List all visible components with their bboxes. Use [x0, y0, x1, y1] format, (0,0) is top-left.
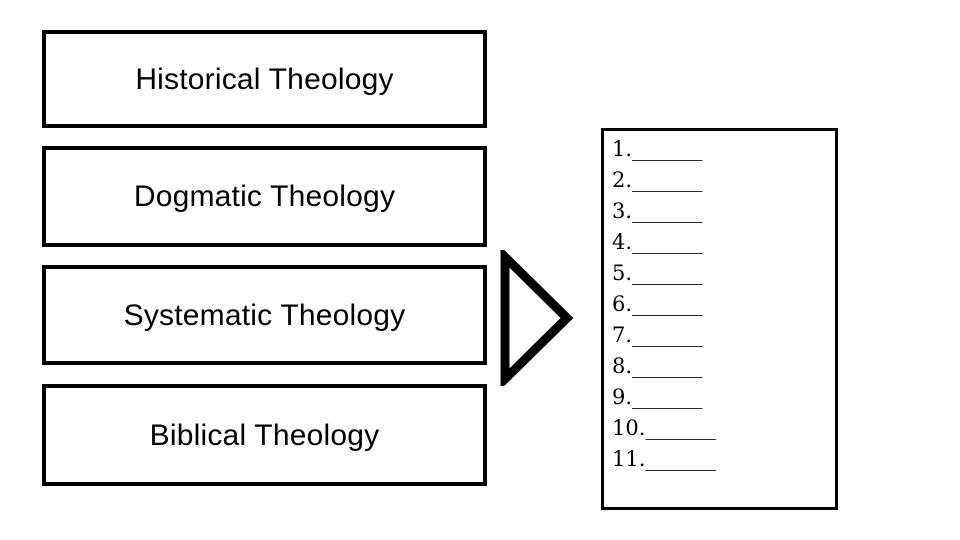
list-item[interactable]: 4. _______ — [612, 232, 835, 263]
discipline-box-label: Biblical Theology — [149, 418, 380, 452]
list-item-blank-line: _______ — [632, 385, 703, 409]
list-item-number: 2. — [612, 168, 633, 192]
list-item-blank-line: _______ — [632, 292, 703, 316]
list-item-blank-line: _______ — [632, 354, 703, 378]
list-item-blank-line: _______ — [632, 323, 703, 347]
discipline-box-dogmatic-theology[interactable]: Dogmatic Theology — [42, 146, 487, 247]
list-item-blank-line: _______ — [632, 261, 703, 285]
list-item[interactable]: 9. _______ — [612, 387, 835, 418]
list-item[interactable]: 8. _______ — [612, 356, 835, 387]
discipline-box-historical-theology[interactable]: Historical Theology — [42, 30, 487, 128]
list-item[interactable]: 6. _______ — [612, 294, 835, 325]
list-item-number: 6. — [612, 292, 633, 316]
discipline-box-biblical-theology[interactable]: Biblical Theology — [42, 384, 487, 486]
list-item-number: 7. — [612, 323, 633, 347]
list-item-blank-line: _______ — [632, 199, 703, 223]
list-item-number: 9. — [612, 385, 633, 409]
list-item-number: 11. — [612, 447, 646, 471]
list-item[interactable]: 5. _______ — [612, 263, 835, 294]
list-item-blank-line: _______ — [645, 447, 716, 471]
list-item-blank-line: _______ — [632, 137, 703, 161]
discipline-box-systematic-theology[interactable]: Systematic Theology — [42, 265, 487, 365]
discipline-box-label: Dogmatic Theology — [133, 180, 396, 213]
list-item-blank-line: _______ — [632, 230, 703, 254]
discipline-box-label: Systematic Theology — [123, 298, 406, 332]
triangle-right-outline-icon — [498, 250, 574, 386]
list-item[interactable]: 10. _______ — [612, 418, 835, 449]
list-item-number: 3. — [612, 199, 633, 223]
list-item-blank-line: _______ — [645, 416, 716, 440]
list-item-number: 10. — [612, 416, 646, 440]
list-item[interactable]: 1. _______ — [612, 139, 835, 170]
list-item[interactable]: 11. _______ — [612, 449, 835, 480]
list-item[interactable]: 3. _______ — [612, 201, 835, 232]
list-item-number: 5. — [612, 261, 633, 285]
list-item[interactable]: 7. _______ — [612, 325, 835, 356]
list-item-number: 1. — [612, 137, 633, 161]
list-item-number: 8. — [612, 354, 633, 378]
discipline-box-label: Historical Theology — [135, 62, 394, 96]
numbered-blanks-panel: 1. _______ 2. _______ 3. _______ 4. ____… — [601, 128, 838, 510]
list-item-blank-line: _______ — [632, 168, 703, 192]
list-item-number: 4. — [612, 230, 633, 254]
list-item[interactable]: 2. _______ — [612, 170, 835, 201]
